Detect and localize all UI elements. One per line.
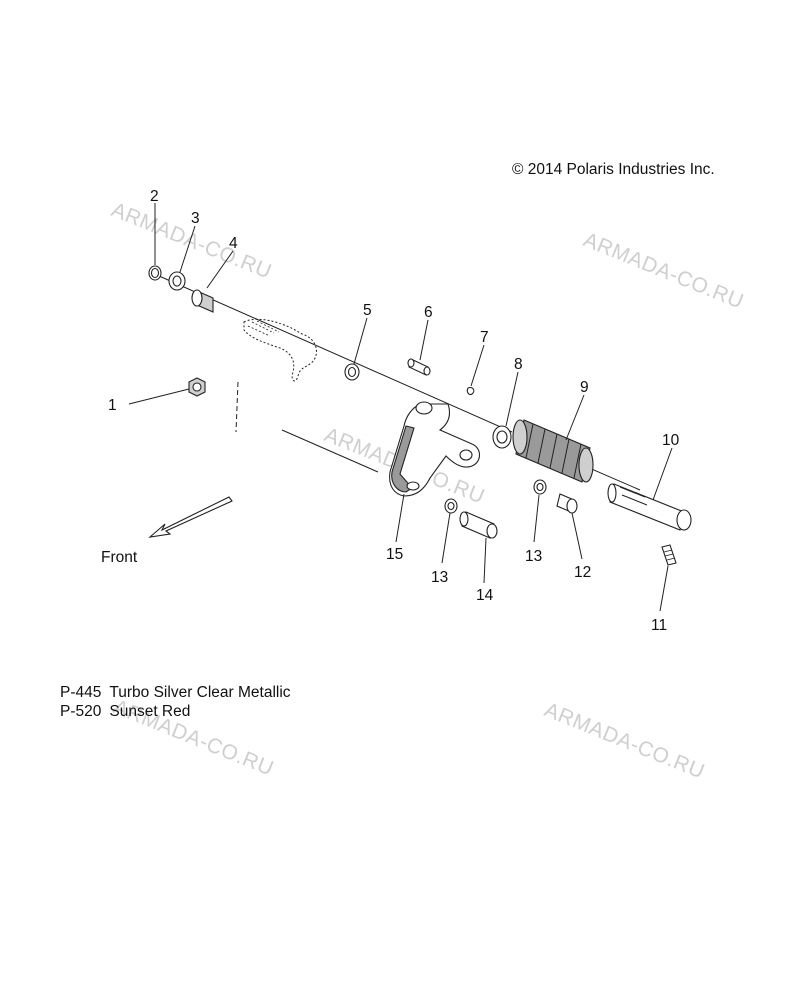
part-2-snap-ring	[148, 265, 162, 281]
assembly-axis-line	[281, 429, 379, 473]
part-5-o-ring	[344, 363, 360, 381]
paint-color-name: Sunset Red	[109, 703, 191, 720]
watermark: ARMADA-CO.RU	[580, 228, 747, 313]
part-7-clip	[466, 387, 475, 396]
callout-8: 8	[514, 356, 523, 373]
part-14-spacer	[459, 511, 498, 539]
part-1-nut	[188, 377, 206, 397]
part-9-footpeg-rubber	[512, 419, 594, 483]
part-15-shift-lever	[389, 401, 481, 497]
callout-14: 14	[476, 587, 494, 604]
part-12-bolt	[556, 493, 578, 514]
paint-code-list: P-445 Turbo Silver Clear Metallic P-520 Su…	[60, 683, 291, 721]
paint-code: P-520	[60, 703, 102, 720]
callout-4: 4	[229, 235, 238, 252]
paint-code-item: P-520 Sunset Red	[60, 702, 291, 721]
part-13-washer	[444, 498, 458, 514]
callout-13: 13	[525, 548, 542, 565]
watermark: ARMADA-CO.RU	[541, 698, 708, 783]
front-label: Front	[101, 549, 138, 566]
callout-3: 3	[191, 210, 200, 227]
paint-code-item: P-445 Turbo Silver Clear Metallic	[60, 683, 291, 702]
part-4-bushing	[191, 289, 214, 313]
callout-13: 13	[431, 569, 448, 586]
callout-7: 7	[480, 329, 489, 346]
callout-6: 6	[424, 304, 433, 321]
paint-code: P-445	[60, 684, 102, 701]
callout-2: 2	[150, 188, 159, 205]
callout-9: 9	[580, 379, 589, 396]
assembly-axis-line	[235, 381, 239, 433]
callout-1: 1	[108, 397, 117, 414]
copyright-notice: © 2014 Polaris Industries Inc.	[512, 161, 715, 178]
shift-shaft-reference	[243, 318, 317, 382]
part-11-set-screw	[661, 544, 677, 566]
part-6-pin	[407, 358, 431, 376]
paint-color-name: Turbo Silver Clear Metallic	[109, 684, 291, 701]
part-10-pivot-pin	[607, 483, 692, 531]
part-8-washer	[492, 425, 512, 449]
front-arrow-icon	[148, 496, 233, 538]
leader-lines	[128, 203, 673, 612]
callout-5: 5	[363, 302, 372, 319]
part-3-washer	[168, 271, 186, 291]
callout-10: 10	[662, 432, 680, 449]
callout-12: 12	[574, 564, 591, 581]
callout-11: 11	[651, 617, 667, 634]
callout-15: 15	[386, 546, 403, 563]
part-13-washer	[533, 479, 547, 495]
